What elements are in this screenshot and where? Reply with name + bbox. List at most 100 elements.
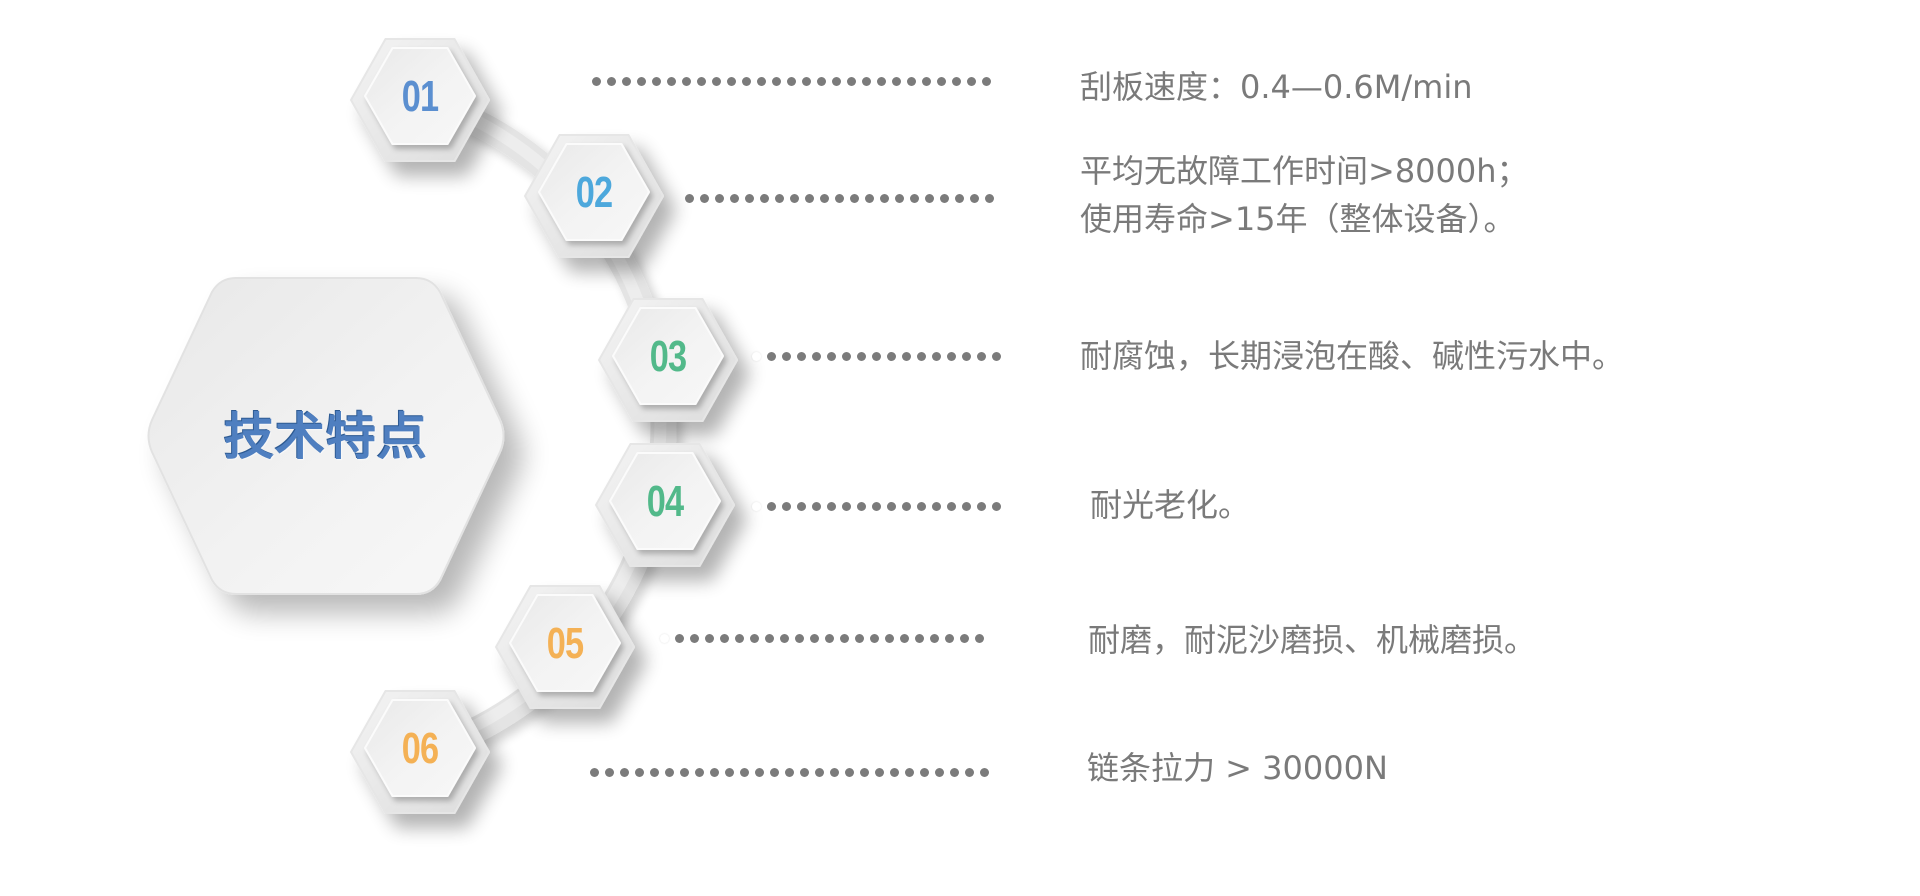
hexagon-01 xyxy=(350,38,490,162)
hexagon-06 xyxy=(350,690,490,814)
dot xyxy=(635,768,644,777)
dotted-leader-line xyxy=(685,194,994,204)
dot xyxy=(790,194,799,203)
dot xyxy=(760,194,769,203)
dot xyxy=(805,194,814,203)
dot xyxy=(947,352,956,361)
description-line: 耐光老化。 xyxy=(1090,486,1251,524)
dot xyxy=(892,77,901,86)
dot xyxy=(620,768,629,777)
dotted-leader-line xyxy=(660,634,984,644)
dot xyxy=(992,502,1001,511)
dot xyxy=(890,768,899,777)
dot xyxy=(727,77,736,86)
dot xyxy=(810,634,819,643)
dot xyxy=(767,352,776,361)
dot xyxy=(785,768,794,777)
hexagon-02 xyxy=(524,134,664,258)
dot xyxy=(637,77,646,86)
dot xyxy=(767,502,776,511)
dot xyxy=(907,77,916,86)
dot xyxy=(770,768,779,777)
feature-description-04: 耐光老化。 xyxy=(1090,481,1250,529)
dot xyxy=(712,77,721,86)
dot xyxy=(680,768,689,777)
dot xyxy=(905,768,914,777)
dot xyxy=(885,634,894,643)
dot xyxy=(710,768,719,777)
dot xyxy=(695,768,704,777)
dot xyxy=(875,768,884,777)
dotted-leader-line xyxy=(592,77,995,87)
dot xyxy=(835,194,844,203)
dot xyxy=(865,194,874,203)
dot xyxy=(820,194,829,203)
dot xyxy=(730,194,739,203)
hexagon-04 xyxy=(595,443,735,567)
dot xyxy=(725,768,734,777)
dot xyxy=(740,768,749,777)
dot xyxy=(652,77,661,86)
step-number-02: 02 xyxy=(575,168,613,217)
dot xyxy=(887,352,896,361)
step-number-06: 06 xyxy=(401,724,439,773)
step-number-01: 01 xyxy=(401,72,439,121)
dot xyxy=(605,768,614,777)
dot xyxy=(755,768,764,777)
dot xyxy=(592,77,601,86)
dot xyxy=(797,352,806,361)
dot xyxy=(782,352,791,361)
dot xyxy=(650,768,659,777)
dot xyxy=(800,768,809,777)
dot xyxy=(952,77,961,86)
dot xyxy=(682,77,691,86)
dot xyxy=(675,634,684,643)
dot xyxy=(845,768,854,777)
dot xyxy=(902,502,911,511)
dot xyxy=(812,502,821,511)
dot xyxy=(855,634,864,643)
dot xyxy=(815,768,824,777)
dot xyxy=(857,502,866,511)
dot xyxy=(985,194,994,203)
dot xyxy=(977,502,986,511)
dot xyxy=(917,502,926,511)
step-number-04: 04 xyxy=(646,477,684,526)
dot xyxy=(757,77,766,86)
dot xyxy=(955,194,964,203)
description-line: 平均无故障工作时间>8000h； xyxy=(1080,152,1529,190)
dot xyxy=(982,77,991,86)
dot xyxy=(877,77,886,86)
dot xyxy=(667,77,676,86)
hexagon-05 xyxy=(495,585,635,709)
dot xyxy=(980,768,989,777)
dot xyxy=(870,634,879,643)
dot xyxy=(715,194,724,203)
dot xyxy=(787,77,796,86)
description-line: 刮板速度：0.4—0.6M/min xyxy=(1080,68,1473,106)
dot xyxy=(872,502,881,511)
dot xyxy=(930,634,939,643)
dot xyxy=(840,634,849,643)
dot xyxy=(700,194,709,203)
dot xyxy=(975,634,984,643)
dot xyxy=(965,768,974,777)
dot xyxy=(945,634,954,643)
feature-description-03: 耐腐蚀，长期浸泡在酸、碱性污水中。 xyxy=(1080,332,1624,380)
dot xyxy=(812,352,821,361)
dot xyxy=(665,768,674,777)
dot xyxy=(962,502,971,511)
dot xyxy=(922,77,931,86)
dot xyxy=(660,634,669,643)
dot xyxy=(940,194,949,203)
dotted-leader-line xyxy=(590,768,990,778)
dot xyxy=(862,77,871,86)
dot xyxy=(937,77,946,86)
dot xyxy=(895,194,904,203)
dot xyxy=(842,502,851,511)
dot xyxy=(857,352,866,361)
feature-description-05: 耐磨，耐泥沙磨损、机械磨损。 xyxy=(1088,616,1536,664)
dot xyxy=(742,77,751,86)
